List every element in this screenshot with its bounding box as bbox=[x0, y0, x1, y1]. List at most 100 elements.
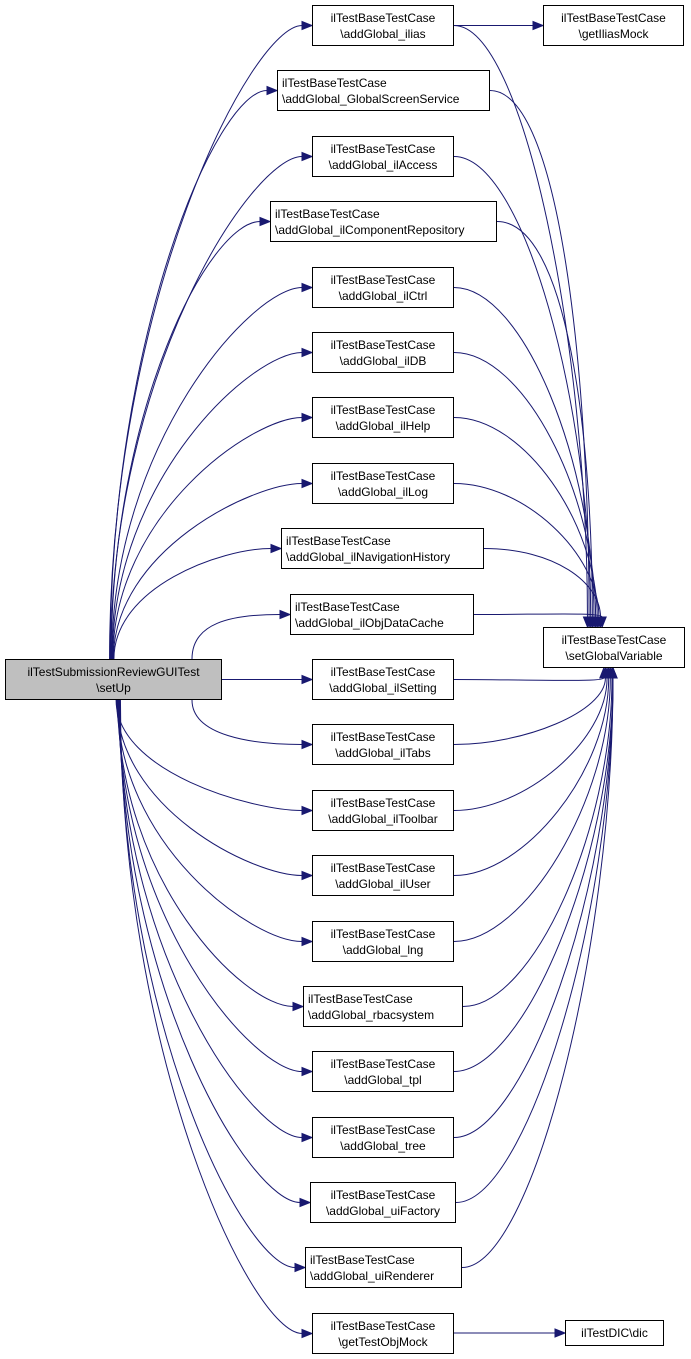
node-addGlobal-ilias[interactable]: ilTestBaseTestCase \addGlobal_ilias bbox=[312, 5, 454, 46]
node-method-label: \getTestObjMock bbox=[338, 1334, 428, 1349]
edge-addGlobal_ilTabs-to-setGlobalVariable bbox=[453, 677, 606, 745]
node-addGlobal-uiRenderer[interactable]: ilTestBaseTestCase \addGlobal_uiRenderer bbox=[305, 1247, 462, 1288]
edge-root-to-addGlobal_ilCtrl-arrowhead bbox=[301, 282, 314, 293]
node-method-label: \addGlobal_tpl bbox=[344, 1072, 422, 1087]
node-getIliasMock[interactable]: ilTestBaseTestCase \getIliasMock bbox=[543, 5, 684, 46]
node-addGlobal-ilUser[interactable]: ilTestBaseTestCase \addGlobal_ilUser bbox=[312, 855, 454, 896]
node-root-setUp[interactable]: ilTestSubmissionReviewGUITest \setUp bbox=[5, 659, 222, 700]
node-addGlobal-ilToolbar[interactable]: ilTestBaseTestCase \addGlobal_ilToolbar bbox=[312, 790, 454, 831]
node-method-label: \addGlobal_uiFactory bbox=[325, 1203, 441, 1218]
node-class-label: ilTestBaseTestCase bbox=[330, 141, 436, 156]
edge-root-to-addGlobal_ilias-arrowhead bbox=[301, 20, 314, 31]
node-method-label: \addGlobal_ilUser bbox=[335, 876, 431, 891]
node-addGlobal-ilTabs[interactable]: ilTestBaseTestCase \addGlobal_ilTabs bbox=[312, 724, 454, 765]
edge-addGlobal_ilUser-to-setGlobalVariable bbox=[453, 677, 610, 876]
node-class-label: ilTestBaseTestCase bbox=[561, 632, 667, 647]
edge-root-to-addGlobal_uiFactory bbox=[118, 699, 301, 1203]
node-addGlobal-lng[interactable]: ilTestBaseTestCase \addGlobal_lng bbox=[312, 921, 454, 962]
edge-root-to-addGlobal_ilCtrl bbox=[111, 287, 303, 660]
edge-root-to-addGlobal_ilias bbox=[109, 25, 303, 660]
edge-root-to-addGlobal_ilLog-arrowhead bbox=[301, 478, 314, 489]
edge-addGlobal_ilHelp-to-setGlobalVariable bbox=[453, 417, 598, 618]
edge-addGlobal_ilNavigationHistory-to-setGlobalVariable bbox=[483, 548, 602, 618]
node-class-label: ilTestBaseTestCase bbox=[330, 795, 436, 810]
node-class-label: ilTestBaseTestCase bbox=[330, 272, 436, 287]
edge-addGlobal_ilias-to-getIliasMock-arrowhead bbox=[532, 20, 545, 31]
edge-addGlobal_ilSetting-to-setGlobalVariable bbox=[453, 677, 605, 681]
node-method-label: \addGlobal_ilTabs bbox=[335, 745, 431, 760]
edge-root-to-addGlobal_rbacsystem-arrowhead bbox=[292, 1001, 305, 1012]
node-method-label: \addGlobal_ilHelp bbox=[335, 418, 431, 433]
node-method-label: \addGlobal_ilSetting bbox=[329, 680, 437, 695]
node-class-label: ilTestDIC\dic bbox=[581, 1326, 648, 1340]
node-class-label: ilTestBaseTestCase bbox=[282, 75, 387, 90]
node-addGlobal-ilAccess[interactable]: ilTestBaseTestCase \addGlobal_ilAccess bbox=[312, 136, 454, 177]
node-class-label: ilTestBaseTestCase bbox=[330, 1056, 436, 1071]
node-getTestObjMock[interactable]: ilTestBaseTestCase \getTestObjMock bbox=[312, 1313, 454, 1354]
edge-root-to-addGlobal_tree-arrowhead bbox=[301, 1132, 314, 1143]
edge-root-to-addGlobal_uiFactory-arrowhead bbox=[299, 1197, 312, 1208]
node-class-label: ilTestBaseTestCase bbox=[330, 337, 436, 352]
node-addGlobal-tpl[interactable]: ilTestBaseTestCase \addGlobal_tpl bbox=[312, 1051, 454, 1092]
node-addGlobal-ilDB[interactable]: ilTestBaseTestCase \addGlobal_ilDB bbox=[312, 332, 454, 373]
node-class-label: ilTestBaseTestCase bbox=[310, 1252, 415, 1267]
node-addGlobal-ilComponentRepository[interactable]: ilTestBaseTestCase \addGlobal_ilComponen… bbox=[270, 201, 497, 242]
node-class-label: ilTestBaseTestCase bbox=[330, 926, 436, 941]
edge-addGlobal_ilComponentRepository-to-setGlobalVariable bbox=[496, 221, 593, 618]
node-setGlobalVariable[interactable]: ilTestBaseTestCase \setGlobalVariable bbox=[543, 627, 685, 668]
edge-root-to-addGlobal_ilNavigationHistory bbox=[113, 548, 272, 660]
node-method-label: \addGlobal_uiRenderer bbox=[310, 1268, 435, 1283]
edge-root-to-addGlobal_lng bbox=[116, 699, 303, 942]
node-addGlobal-ilObjDataCache[interactable]: ilTestBaseTestCase \addGlobal_ilObjDataC… bbox=[290, 594, 474, 635]
node-class-label: ilTestBaseTestCase bbox=[275, 206, 380, 221]
node-ilTestDIC-dic[interactable]: ilTestDIC\dic bbox=[565, 1320, 664, 1346]
edge-addGlobal_GlobalScreenService-to-setGlobalVariable bbox=[489, 90, 590, 618]
edge-addGlobal_uiFactory-to-setGlobalVariable bbox=[455, 677, 614, 1203]
edge-root-to-addGlobal_ilNavigationHistory-arrowhead bbox=[270, 543, 283, 554]
node-class-label: ilTestBaseTestCase bbox=[330, 860, 436, 875]
node-addGlobal-ilCtrl[interactable]: ilTestBaseTestCase \addGlobal_ilCtrl bbox=[312, 267, 454, 308]
node-method-label: \addGlobal_ilObjDataCache bbox=[295, 615, 444, 630]
edge-root-to-addGlobal_ilHelp-arrowhead bbox=[301, 412, 314, 423]
edge-addGlobal_ilias-to-setGlobalVariable bbox=[453, 25, 588, 618]
edge-root-to-addGlobal_GlobalScreenService bbox=[109, 90, 268, 660]
edge-root-to-addGlobal_tpl-arrowhead bbox=[301, 1066, 314, 1077]
node-method-label: \setGlobalVariable bbox=[565, 648, 663, 663]
edge-addGlobal_ilObjDataCache-to-setGlobalVariable-arrowhead bbox=[597, 616, 607, 629]
node-method-label: \getIliasMock bbox=[578, 26, 649, 41]
edge-addGlobal_uiRenderer-to-setGlobalVariable bbox=[461, 677, 614, 1268]
edge-addGlobal_tpl-to-setGlobalVariable bbox=[453, 677, 614, 1072]
node-addGlobal-ilLog[interactable]: ilTestBaseTestCase \addGlobal_ilLog bbox=[312, 463, 454, 504]
edge-root-to-addGlobal_ilComponentRepository-arrowhead bbox=[259, 216, 272, 227]
node-addGlobal-GlobalScreenService[interactable]: ilTestBaseTestCase \addGlobal_GlobalScre… bbox=[277, 70, 490, 111]
edge-root-to-addGlobal_GlobalScreenService-arrowhead bbox=[266, 85, 279, 96]
edge-root-to-addGlobal_ilComponentRepository bbox=[110, 221, 261, 660]
node-class-label: ilTestBaseTestCase bbox=[330, 1187, 436, 1202]
edge-addGlobal_ilObjDataCache-to-setGlobalVariable bbox=[473, 613, 603, 618]
node-class-label: ilTestBaseTestCase bbox=[330, 729, 436, 744]
node-addGlobal-ilSetting[interactable]: ilTestBaseTestCase \addGlobal_ilSetting bbox=[312, 659, 454, 700]
edge-root-to-addGlobal_ilToolbar-arrowhead bbox=[301, 805, 314, 816]
node-class-label: ilTestBaseTestCase bbox=[330, 1122, 436, 1137]
edge-addGlobal_rbacsystem-to-setGlobalVariable bbox=[462, 677, 613, 1007]
node-addGlobal-rbacsystem[interactable]: ilTestBaseTestCase \addGlobal_rbacsystem bbox=[303, 986, 463, 1027]
node-addGlobal-ilNavigationHistory[interactable]: ilTestBaseTestCase \addGlobal_ilNavigati… bbox=[281, 528, 484, 569]
node-class-label: ilTestBaseTestCase bbox=[561, 10, 666, 25]
edge-getTestObjMock-to-dic-arrowhead bbox=[554, 1328, 567, 1338]
node-method-label: \addGlobal_ilLog bbox=[337, 484, 429, 499]
node-class-label: ilTestBaseTestCase bbox=[330, 402, 436, 417]
node-addGlobal-uiFactory[interactable]: ilTestBaseTestCase \addGlobal_uiFactory bbox=[310, 1182, 456, 1223]
node-class-label: ilTestSubmissionReviewGUITest bbox=[27, 664, 200, 679]
node-class-label: ilTestBaseTestCase bbox=[308, 991, 413, 1006]
node-method-label: \addGlobal_ilAccess bbox=[328, 157, 438, 172]
edge-root-to-addGlobal_ilObjDataCache-arrowhead bbox=[279, 609, 292, 620]
node-method-label: \setUp bbox=[96, 680, 131, 695]
edge-root-to-addGlobal_ilAccess-arrowhead bbox=[301, 151, 314, 162]
node-method-label: \addGlobal_ilComponentRepository bbox=[275, 222, 465, 237]
edge-root-to-addGlobal_ilSetting-arrowhead bbox=[301, 674, 314, 685]
node-addGlobal-ilHelp[interactable]: ilTestBaseTestCase \addGlobal_ilHelp bbox=[312, 397, 454, 438]
edge-root-to-addGlobal_ilHelp bbox=[112, 417, 303, 660]
node-addGlobal-tree[interactable]: ilTestBaseTestCase \addGlobal_tree bbox=[312, 1117, 454, 1158]
node-class-label: ilTestBaseTestCase bbox=[330, 1318, 436, 1333]
